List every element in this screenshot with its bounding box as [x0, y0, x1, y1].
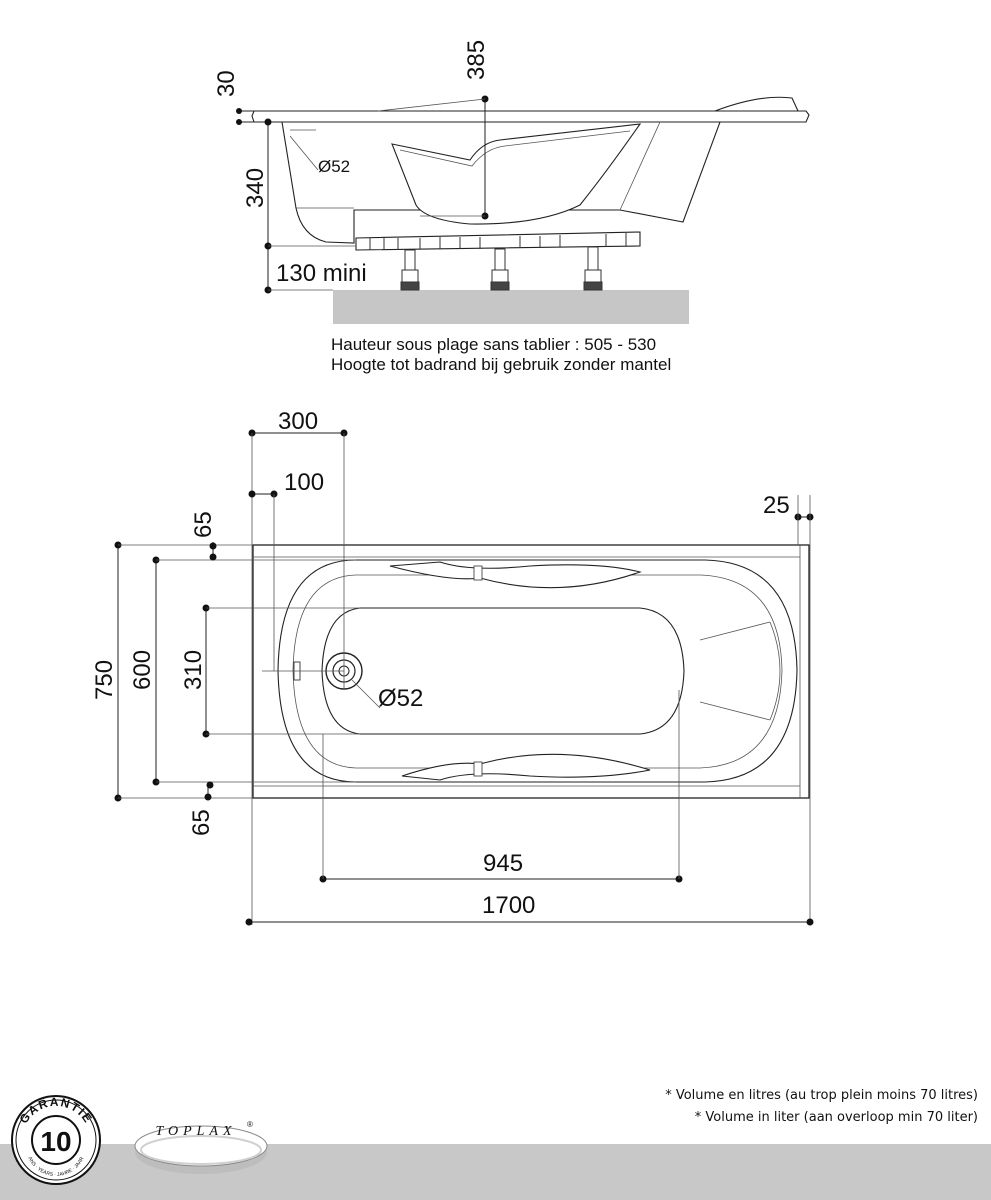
side-drain-diameter-label: Ø52 [318, 157, 350, 176]
grip-top [473, 565, 483, 581]
basin-bottom [321, 607, 685, 735]
drain-leader [351, 679, 381, 709]
depth-center-label: 385 [463, 40, 490, 80]
overflow-offset-label: 100 [284, 469, 324, 496]
armrest-bottom [401, 753, 651, 781]
warranty-seal: GARANTIE ANS · YEARS · JAHRE · JAAR 10 [11, 1095, 101, 1185]
headrest-wedge-upper [699, 621, 771, 641]
top-drain-diameter-label: Ø52 [378, 685, 423, 712]
caption-french: Hauteur sous plage sans tablier : 505 - … [331, 335, 656, 354]
inner-seat-edge [399, 130, 631, 167]
volume-note-french: * Volume en litres (au trop plein moins … [665, 1088, 978, 1103]
inner-seat [391, 123, 642, 225]
headrest-side [714, 96, 799, 112]
total-width-label: 750 [91, 660, 118, 700]
basin-middle [292, 574, 783, 769]
top-view: 300 100 25 65 65 750 600 310 Ø52 945 170… [91, 408, 814, 926]
warranty-years: 10 [40, 1126, 71, 1157]
volume-note-dutch: * Volume in liter (aan overloop min 70 l… [695, 1110, 978, 1125]
tub-rim-side [251, 110, 810, 123]
caption-dutch: Hoogte tot badrand bij gebruik zonder ma… [331, 355, 671, 374]
frame-slots [369, 233, 627, 250]
rim-thickness-label: 30 [213, 70, 240, 97]
rim-bottom-label: 65 [188, 809, 215, 836]
adjustable-legs [400, 246, 603, 291]
headrest-back [769, 621, 781, 721]
footer: * Volume en litres (au trop plein moins … [0, 1088, 991, 1200]
inner-width-label: 600 [129, 650, 156, 690]
headrest-wedge-lower [699, 701, 771, 721]
grip-bottom [473, 761, 483, 777]
edge-right-label: 25 [763, 492, 790, 519]
total-length-label: 1700 [482, 892, 535, 919]
rim-top-label: 65 [190, 511, 217, 538]
floor-clearance-label: 130 mini [276, 260, 367, 287]
brand-mark: ® [247, 1120, 253, 1129]
brand-name: TOPLAX [155, 1124, 236, 1139]
toplax-logo: TOPLAX ® [134, 1120, 268, 1174]
armrest-top [389, 561, 642, 589]
bottom-length-label: 945 [483, 850, 523, 877]
side-dimension-lines [236, 95, 489, 294]
drain-offset-label: 300 [278, 408, 318, 435]
tub-height-label: 340 [242, 168, 269, 208]
floor-slab [333, 290, 689, 324]
top-dimension-lines [114, 429, 814, 926]
tub-body-diagonal [619, 121, 661, 211]
bottom-width-label: 310 [180, 650, 207, 690]
side-view: 30 385 340 Ø52 130 mini Hauteur sous pla… [213, 40, 810, 374]
